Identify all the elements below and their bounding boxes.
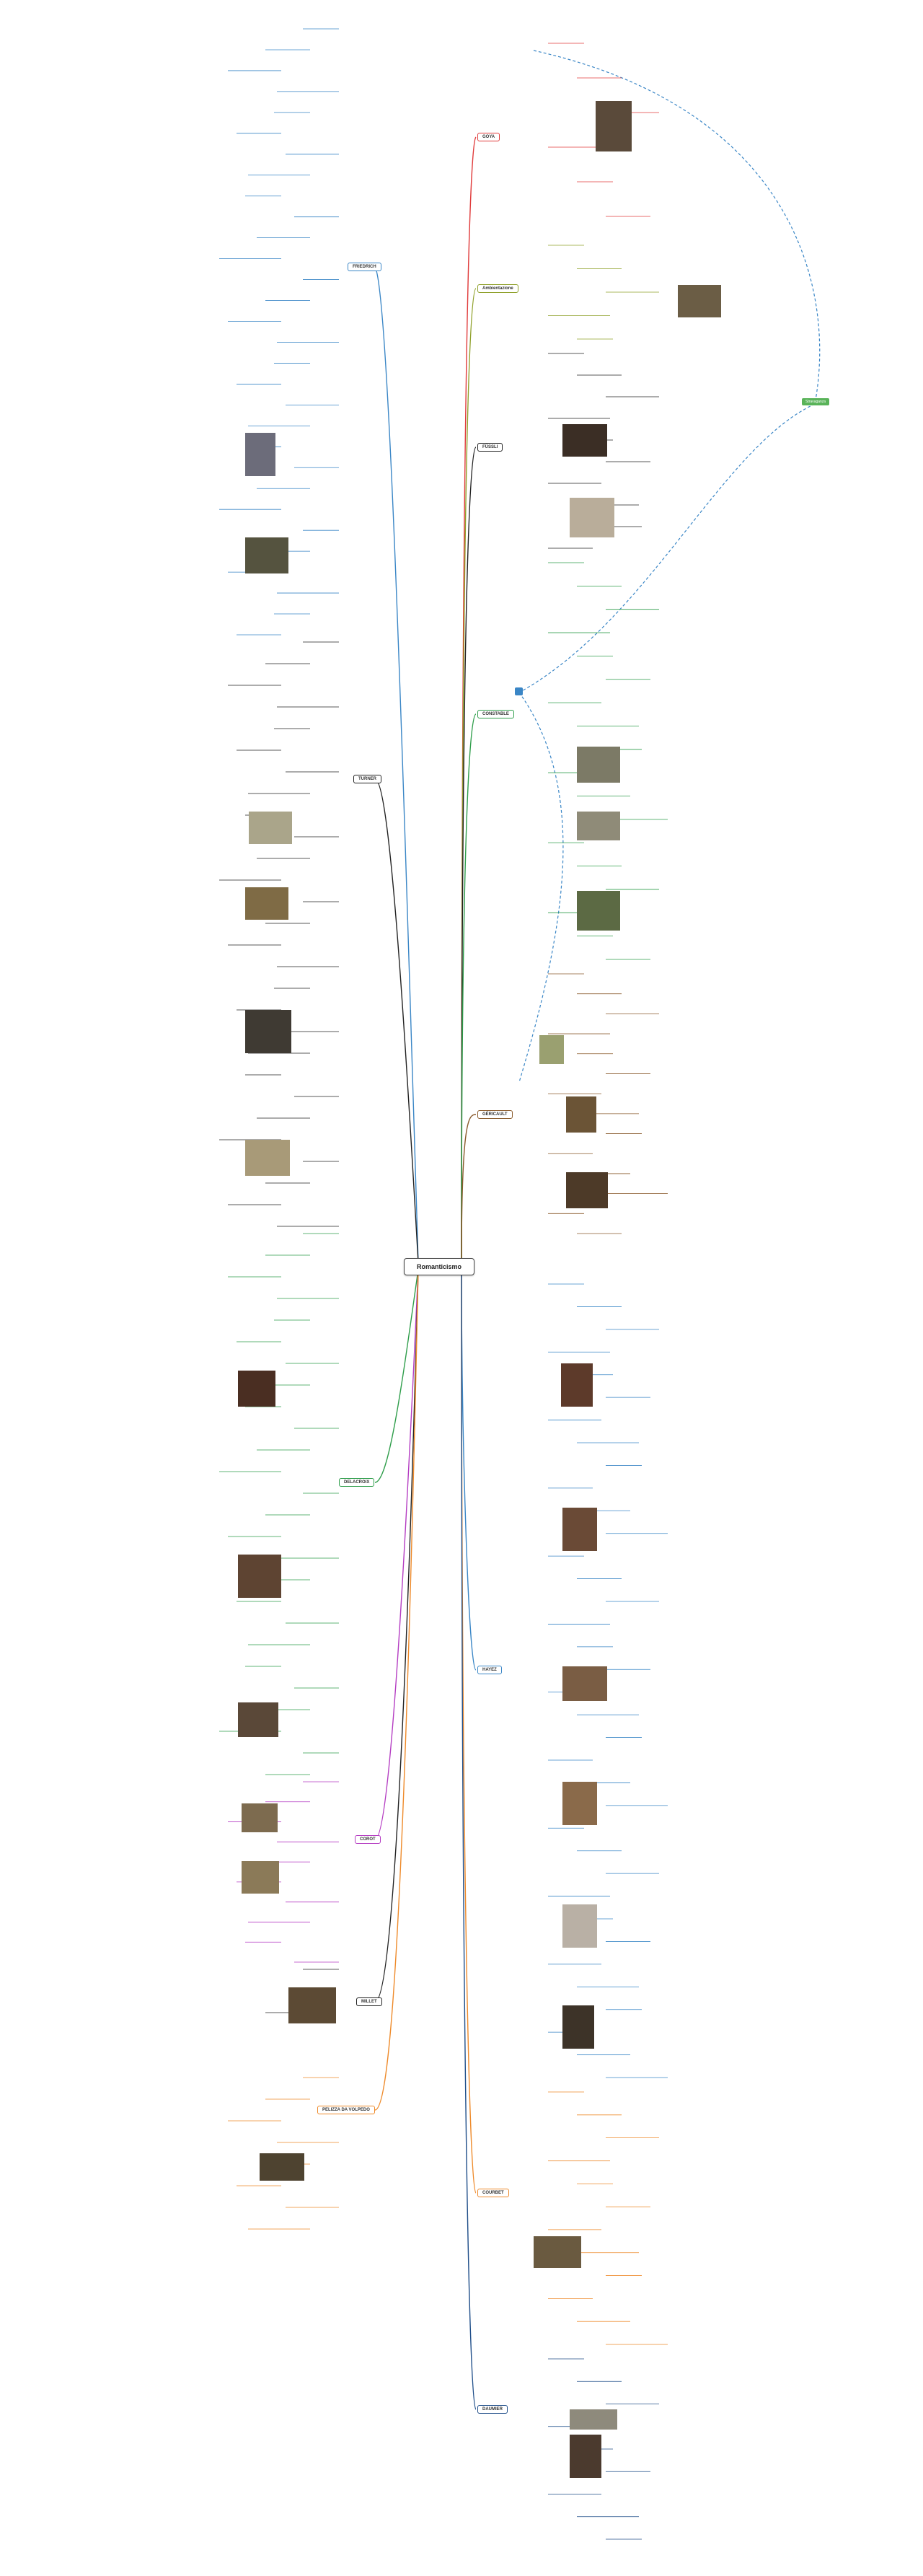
branch-node-courbet[interactable]: COURBET — [477, 2189, 509, 2197]
branch-node-corot[interactable]: COROT — [355, 1835, 381, 1844]
painting-thumbnail — [570, 2435, 601, 2478]
painting-thumbnail — [570, 498, 614, 537]
blue-square-badge — [515, 687, 523, 695]
branch-line-delacroix — [374, 1269, 419, 1483]
painting-thumbnail — [534, 2236, 581, 2268]
painting-thumbnail — [561, 1363, 593, 1407]
painting-thumbnail — [245, 1140, 290, 1176]
branch-line-hayez — [461, 1269, 477, 1671]
branch-node-gericault[interactable]: GÉRICAULT — [477, 1110, 513, 1119]
painting-thumbnail — [562, 424, 607, 457]
painting-thumbnail — [566, 1172, 608, 1208]
dashed-connectors — [518, 50, 821, 1083]
root-node[interactable]: Romanticismo — [404, 1258, 474, 1275]
painting-thumbnail — [238, 1555, 281, 1598]
branch-node-goya[interactable]: GOYA — [477, 133, 500, 141]
painting-thumbnail — [539, 1035, 564, 1064]
painting-thumbnail — [242, 1803, 278, 1832]
branch-node-turner[interactable]: TURNER — [353, 775, 381, 783]
painting-thumbnail — [596, 101, 632, 151]
branch-line-pelizza — [374, 1269, 419, 2111]
painting-thumbnail — [562, 2005, 594, 2049]
painting-thumbnails — [238, 101, 721, 2478]
painting-thumbnail — [577, 747, 620, 783]
branch-node-friedrich[interactable]: FRIEDRICH — [348, 263, 381, 271]
painting-thumbnail — [562, 1508, 597, 1551]
painting-thumbnail — [562, 1666, 607, 1701]
branch-line-corot — [374, 1269, 419, 1840]
branch-node-hayez[interactable]: HAYEZ — [477, 1666, 502, 1674]
branch-node-daumier[interactable]: DAUMIER — [477, 2405, 508, 2414]
painting-thumbnail — [249, 812, 292, 844]
branch-line-courbet — [461, 1269, 477, 2194]
left-leaf-lines — [219, 28, 339, 2230]
painting-thumbnail — [678, 285, 721, 317]
branch-node-delacroix[interactable]: DELACROIX — [339, 1478, 375, 1487]
painting-thumbnail — [245, 433, 275, 476]
dashed-link-constable — [518, 403, 816, 693]
painting-thumbnail — [245, 1010, 291, 1053]
branch-node-ambientazione[interactable]: Ambientazione — [477, 284, 518, 293]
dashed-link-gericault — [518, 692, 564, 1083]
painting-thumbnail — [570, 2409, 617, 2430]
branch-line-fussli — [461, 447, 477, 1263]
branch-line-friedrich — [374, 266, 419, 1263]
painting-thumbnail — [288, 1987, 336, 2023]
painting-thumbnail — [238, 1371, 275, 1407]
branch-line-turner — [374, 778, 419, 1263]
branch-line-daumier — [461, 1269, 477, 2410]
painting-thumbnail — [577, 891, 620, 931]
branch-node-constable[interactable]: CONSTABLE — [477, 710, 514, 718]
painting-thumbnail — [260, 2153, 304, 2181]
painting-thumbnail — [238, 1702, 278, 1737]
branch-line-gericault — [461, 1114, 477, 1263]
branch-node-fussli[interactable]: FÜSSLI — [477, 443, 503, 452]
painting-thumbnail — [245, 887, 288, 920]
branch-line-constable — [461, 713, 477, 1263]
painting-thumbnail — [242, 1861, 279, 1894]
painting-thumbnail — [245, 537, 288, 573]
painting-thumbnail — [566, 1096, 596, 1133]
branch-node-pelizza[interactable]: PELIZZA DA VOLPEDO — [317, 2106, 375, 2114]
green-tag: Stravaganza — [802, 398, 830, 405]
branch-line-millet — [374, 1269, 419, 2003]
dashed-link-goya — [533, 50, 821, 405]
painting-thumbnail — [577, 812, 620, 840]
right-leaf-lines — [548, 43, 668, 2540]
painting-thumbnail — [562, 1904, 597, 1948]
painting-thumbnail — [562, 1782, 597, 1825]
branch-node-millet[interactable]: MILLET — [356, 1997, 382, 2006]
main-branches — [374, 136, 477, 2410]
